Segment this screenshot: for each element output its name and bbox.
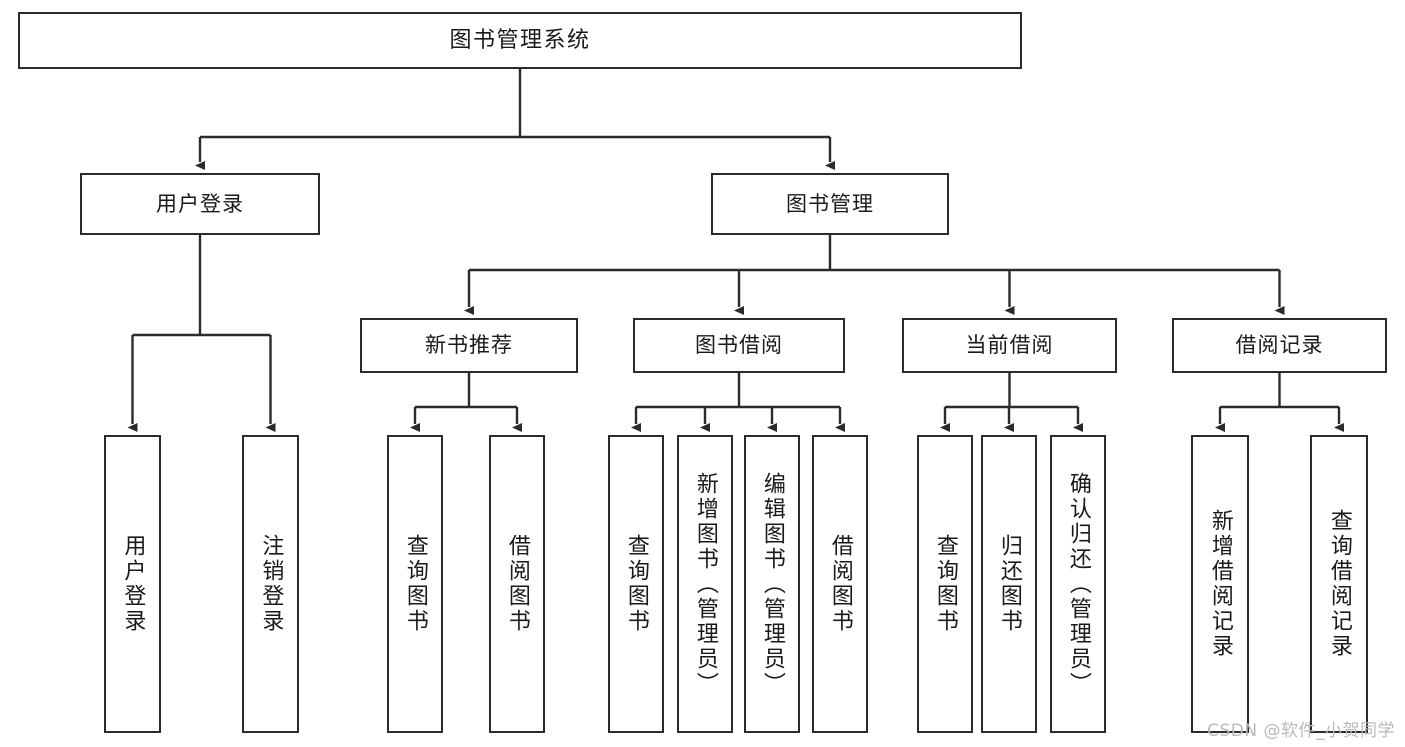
node-borrow-record[interactable]: 借阅记录 xyxy=(1172,318,1387,373)
node-leaf-query-book-1[interactable]: 查询图书 xyxy=(387,435,443,733)
node-leaf-add-record[interactable]: 新增借阅记录 xyxy=(1191,435,1249,733)
node-leaf-return-book-label: 归还图书 xyxy=(996,534,1022,634)
node-leaf-logout-label: 注销登录 xyxy=(258,534,284,634)
node-book-borrow-label: 图书借阅 xyxy=(695,333,783,358)
node-root-label: 图书管理系统 xyxy=(449,27,591,53)
node-leaf-query-book-2[interactable]: 查询图书 xyxy=(608,435,664,733)
node-leaf-query-book-3[interactable]: 查询图书 xyxy=(917,435,973,733)
node-leaf-borrow-book-1-label: 借阅图书 xyxy=(504,534,530,634)
node-leaf-query-record[interactable]: 查询借阅记录 xyxy=(1310,435,1368,733)
node-leaf-logout[interactable]: 注销登录 xyxy=(242,435,299,733)
node-leaf-add-book[interactable]: 新增图书（管理员） xyxy=(677,435,733,733)
node-user-login-label: 用户登录 xyxy=(156,191,244,216)
node-user-login[interactable]: 用户登录 xyxy=(80,173,320,235)
node-current-borrow-label: 当前借阅 xyxy=(965,333,1054,358)
node-new-book-rec[interactable]: 新书推荐 xyxy=(360,318,578,373)
node-leaf-borrow-book-2-label: 借阅图书 xyxy=(827,534,853,634)
node-leaf-query-record-label: 查询借阅记录 xyxy=(1326,509,1352,659)
node-leaf-user-login[interactable]: 用户登录 xyxy=(104,435,161,733)
node-new-book-rec-label: 新书推荐 xyxy=(425,333,513,358)
node-leaf-add-record-label: 新增借阅记录 xyxy=(1207,509,1233,659)
node-leaf-borrow-book-2[interactable]: 借阅图书 xyxy=(812,435,868,733)
node-borrow-record-label: 借阅记录 xyxy=(1235,333,1324,358)
node-book-borrow[interactable]: 图书借阅 xyxy=(633,318,845,373)
node-leaf-return-book[interactable]: 归还图书 xyxy=(981,435,1037,733)
node-root[interactable]: 图书管理系统 xyxy=(18,12,1022,69)
node-leaf-confirm-return[interactable]: 确认归还（管理员） xyxy=(1050,435,1106,733)
node-leaf-edit-book[interactable]: 编辑图书（管理员） xyxy=(744,435,800,733)
node-book-manage-label: 图书管理 xyxy=(786,191,874,216)
node-leaf-borrow-book-1[interactable]: 借阅图书 xyxy=(489,435,545,733)
node-leaf-query-book-2-label: 查询图书 xyxy=(623,534,649,634)
node-current-borrow[interactable]: 当前借阅 xyxy=(902,318,1117,373)
node-leaf-query-book-1-label: 查询图书 xyxy=(402,534,428,634)
node-book-manage[interactable]: 图书管理 xyxy=(711,173,949,235)
node-leaf-user-login-label: 用户登录 xyxy=(120,534,146,634)
node-leaf-add-book-label: 新增图书（管理员） xyxy=(692,471,718,697)
node-leaf-query-book-3-label: 查询图书 xyxy=(932,534,958,634)
node-leaf-confirm-return-label: 确认归还（管理员） xyxy=(1065,471,1091,697)
node-leaf-edit-book-label: 编辑图书（管理员） xyxy=(759,471,785,697)
